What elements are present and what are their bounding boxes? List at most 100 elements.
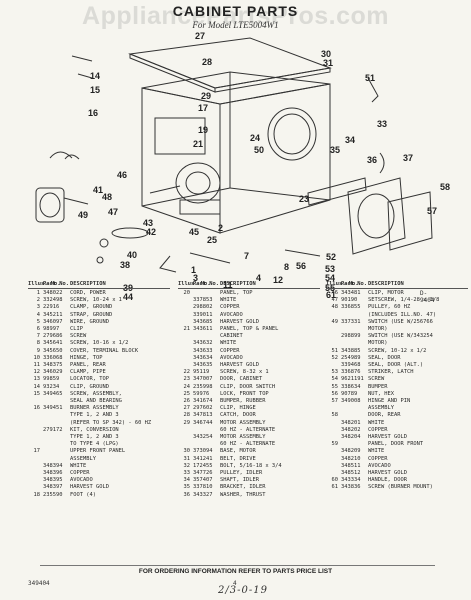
callout-25: 25 xyxy=(207,235,218,245)
illus-number: 9 xyxy=(36,347,40,354)
part-number: 297602 xyxy=(193,405,213,412)
table-row: TYPE 1, 2 AND 3 xyxy=(28,434,170,441)
part-number xyxy=(43,448,70,455)
rear-door xyxy=(347,177,433,255)
illus-number xyxy=(28,484,43,491)
illus-number: 54 xyxy=(331,376,339,383)
illus-number: 53 xyxy=(331,369,339,376)
illus-number xyxy=(28,463,43,470)
illus-number xyxy=(326,326,341,333)
part-number: 348209 xyxy=(341,448,361,455)
part-number: 343334 xyxy=(341,477,361,484)
callout-37: 37 xyxy=(403,153,414,163)
illus-number: 23 xyxy=(183,376,191,383)
cabinet-drawing xyxy=(35,37,433,273)
part-number xyxy=(341,441,368,448)
callout-54: 54 xyxy=(325,273,336,283)
part-description: (REFER TO SP 342) - 60 HZ xyxy=(70,419,152,426)
part-number: 349451 xyxy=(43,405,63,412)
part-number: 279686 xyxy=(43,333,63,340)
part-description: SCREW, 10-16 x 1/2 xyxy=(70,340,129,347)
part-number: 336068 xyxy=(43,354,63,361)
part-description: CLIP xyxy=(70,326,83,333)
callout-58: 58 xyxy=(440,182,451,192)
illus-number xyxy=(28,470,43,477)
illus-number xyxy=(326,420,341,427)
header-part: Part No. xyxy=(341,281,367,287)
part-number: 348204 xyxy=(341,434,361,441)
part-description: HANDLE, DOOR xyxy=(368,477,407,484)
part-number: 339468 xyxy=(341,362,361,369)
part-description: CLIP, MOTOR xyxy=(368,290,404,296)
callout-24: 24 xyxy=(250,133,261,143)
part-description: HARVEST GOLD xyxy=(368,434,407,441)
part-number: 343611 xyxy=(193,326,213,333)
callout-11: 11 xyxy=(223,280,233,290)
part-number: 348394 xyxy=(43,462,63,469)
illus-number xyxy=(28,477,43,484)
part-description: PANEL, REAR xyxy=(70,362,106,369)
illus-number: 51 xyxy=(331,347,339,354)
part-description: COPPER xyxy=(220,304,240,311)
part-number: 349465 xyxy=(43,390,63,397)
part-description: WHITE xyxy=(368,419,385,426)
header-no: Illus. No. xyxy=(178,281,211,287)
table-row: MOTOR) xyxy=(326,326,468,333)
illus-number: 11 xyxy=(33,362,41,369)
part-number: 341674 xyxy=(193,398,213,405)
part-description: SCREW, 10-24 x 1 xyxy=(70,297,122,304)
motor-assembly xyxy=(149,162,221,215)
part-description: WHITE xyxy=(220,340,237,347)
illus-number: 26 xyxy=(183,398,191,405)
illus-number: 32 xyxy=(183,462,191,469)
part-number: 348396 xyxy=(43,470,63,477)
part-number: 343634 xyxy=(193,354,213,361)
footer-divider xyxy=(40,565,435,566)
illus-number: 20 xyxy=(183,290,191,296)
callout-38: 38 xyxy=(120,260,131,270)
table-row: 348201 WHITE xyxy=(326,420,468,427)
part-number: 337853 xyxy=(193,297,213,304)
part-number: 336855 xyxy=(341,304,361,311)
illus-number: 29 xyxy=(183,419,191,426)
part-description: PANEL, TOP xyxy=(220,290,253,296)
illus-number: 27 xyxy=(183,405,191,412)
part-description: COPPER xyxy=(368,426,388,433)
illus-number xyxy=(178,297,193,304)
part-description: (INCLUDES ILL.NO. 47) xyxy=(368,311,437,318)
part-description: SETSCREW, 1/4-28 x 3/8 xyxy=(368,297,440,304)
illus-number xyxy=(178,434,193,441)
part-number: 343254 xyxy=(193,434,213,441)
callout-61: 61 xyxy=(326,290,337,300)
part-number: 348512 xyxy=(341,470,361,477)
part-number: 348201 xyxy=(341,419,361,426)
part-description: PANEL, DOOR FRONT xyxy=(368,441,424,448)
illus-number: 33 xyxy=(183,470,191,477)
illus-number: 3 xyxy=(36,304,40,311)
handwritten-note: 2/3-0-19 xyxy=(218,585,268,596)
callout-35: 35 xyxy=(330,145,341,155)
part-description: DOOR, CABINET xyxy=(220,376,263,383)
callout-40: 40 xyxy=(127,250,138,260)
part-description: WHITE xyxy=(368,448,385,455)
page-number: 4 xyxy=(233,580,237,587)
table-row: TO TYPE 4 (LPG) xyxy=(28,441,170,448)
callout-48: 48 xyxy=(102,192,113,202)
callout-1: 1 xyxy=(191,265,197,275)
illus-number xyxy=(326,448,341,455)
part-number: 348210 xyxy=(341,455,361,462)
